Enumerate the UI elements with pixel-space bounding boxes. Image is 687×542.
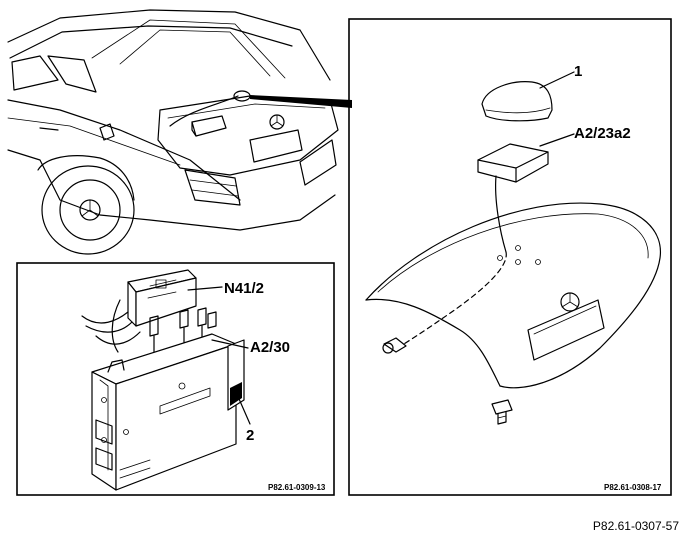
label-a2-30: A2/30 (250, 339, 290, 356)
label-bracket-2: 2 (246, 427, 254, 444)
figure-ref-trunk-antenna: P82.61-0308-17 (604, 483, 662, 492)
label-cover-1: 1 (574, 63, 582, 80)
panel-control-unit-frame (16, 262, 335, 496)
trunk-antenna-leaders (539, 71, 575, 147)
trunk-antenna-illustration (365, 81, 662, 425)
car-illustration (7, 9, 352, 255)
control-unit-leaders (187, 286, 251, 425)
label-a2-23a2: A2/23a2 (574, 125, 631, 142)
figure-reference: P82.61-0307-57 (592, 519, 679, 533)
panel-trunk-antenna-frame (348, 18, 672, 496)
control-unit-illustration (81, 269, 245, 491)
figure-ref-control-unit: P82.61-0309-13 (268, 483, 326, 492)
label-n41-2: N41/2 (224, 280, 264, 297)
